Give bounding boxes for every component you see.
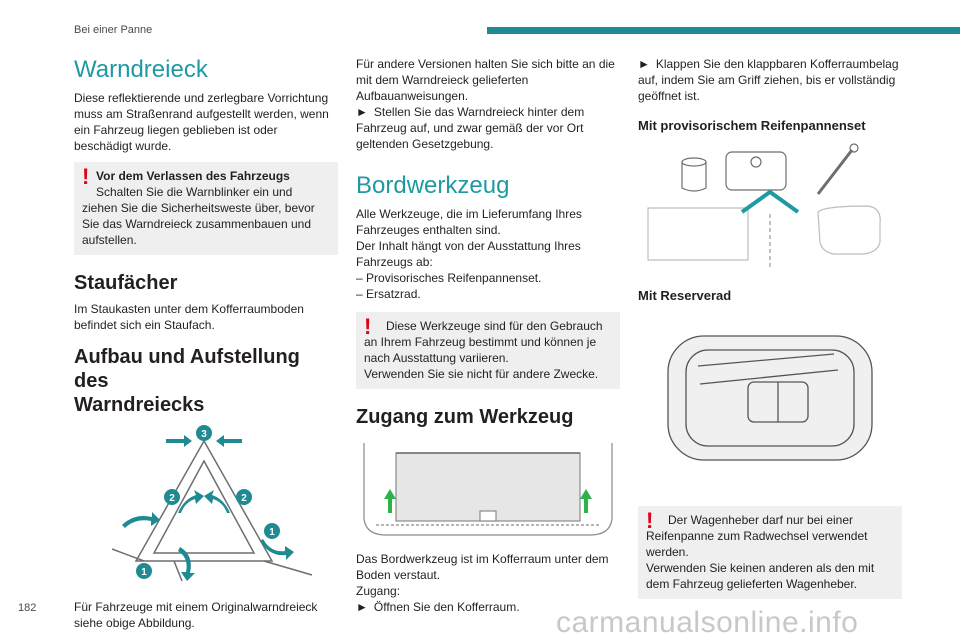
header-accent-bar <box>487 27 960 34</box>
warning-box-2: ! Diese Werkzeuge sind für den Gebrauch … <box>356 312 620 389</box>
spare-wheel-heading: Mit Reserverad <box>638 288 732 303</box>
arrow-left-icon <box>216 435 242 447</box>
fold-floor-step: ►Klappen Sie den klappbaren Kofferraumbe… <box>638 56 902 104</box>
column-left: Warndreieck Diese reflektierende und zer… <box>74 56 338 631</box>
spare-wheel-well <box>667 335 873 461</box>
warning-triangle-illustration: 3 2 2 1 1 <box>111 425 313 582</box>
warndreieck-heading: Warndreieck <box>74 56 208 83</box>
trunk-floor-handle <box>479 510 497 522</box>
towing-eye-ring <box>849 143 859 153</box>
warning-2-line2: Verwenden Sie sie nicht für andere Zweck… <box>364 367 599 381</box>
callout-2-left: 2 <box>169 493 175 504</box>
callout-3: 3 <box>201 429 207 440</box>
sealant-bottle <box>681 162 707 192</box>
warning-exclamation-icon: ! <box>364 314 372 339</box>
page-number: 182 <box>18 602 37 614</box>
list-item-repair-kit-text: Provisorisches Reifenpannenset. <box>366 271 542 285</box>
warning-1-title: Vor dem Verlassen des Fahrzeugs <box>96 169 290 183</box>
list-item-spare-wheel: – Ersatzrad. <box>356 287 421 301</box>
warning-exclamation-icon: ! <box>82 164 90 189</box>
stand-leg-left <box>111 548 145 562</box>
aufbau-heading: Aufbau und Aufstellung des Warndreiecks <box>74 345 338 417</box>
compressor <box>725 151 787 191</box>
arrow-up-left-icon <box>384 489 396 513</box>
storage-box-right <box>817 205 881 255</box>
arrow-curve-left-icon <box>122 512 160 528</box>
list-item-repair-kit: – Provisorisches Reifenpannenset. <box>356 271 542 285</box>
callout-2-right: 2 <box>241 493 247 504</box>
warning-box-1: ! Vor dem Verlassen des Fahrzeugs Schalt… <box>74 162 338 255</box>
warning-1-text: Schalten Sie die Warnblinker ein und zie… <box>82 185 315 247</box>
storage-box-left <box>647 207 749 261</box>
open-trunk-step: ► Öffnen Sie den Kofferraum. <box>356 599 620 615</box>
sealant-bottle-top <box>681 157 707 167</box>
spare-wheel-tray <box>685 349 855 447</box>
callout-1-right: 1 <box>269 527 275 538</box>
aufbau-heading-line1: Aufbau und Aufstellung des <box>74 346 300 392</box>
fold-floor-step-text: Klappen Sie den klappbaren Kofferraumbel… <box>638 57 899 103</box>
aufbau-heading-line2: Warndreiecks <box>74 394 205 416</box>
aufbau-text: Für Fahrzeuge mit einem Originalwarndrei… <box>74 600 318 630</box>
warning-exclamation-icon: ! <box>646 508 654 533</box>
step-arrow-icon: ► <box>356 600 368 614</box>
arrow-right-icon <box>166 435 192 447</box>
step-arrow-icon: ► <box>356 105 368 119</box>
other-versions-text: Für andere Versionen halten Sie sich bit… <box>356 57 615 103</box>
arrow-curve-up-right-icon <box>204 490 230 513</box>
towing-eye <box>816 149 854 195</box>
callout-1-left: 1 <box>141 567 147 578</box>
trunk-floor-illustration <box>363 443 613 536</box>
open-trunk-step-text: Öffnen Sie den Kofferraum. <box>373 600 520 614</box>
staufaecher-text: Im Staukasten unter dem Kofferraumboden … <box>74 302 304 332</box>
bordwerkzeug-text-2: Der Inhalt hängt von der Ausstattung Ihr… <box>356 239 581 269</box>
arrow-up-right-icon <box>580 489 592 513</box>
staufaecher-heading: Staufächer <box>74 272 178 294</box>
step-arrow-icon: ► <box>638 57 650 71</box>
jack <box>697 353 839 385</box>
warning-2-line1: Diese Werkzeuge sind für den Gebrauch an… <box>364 319 603 365</box>
warning-box-3: ! Der Wagenheber darf nur bei einer Reif… <box>638 506 902 599</box>
arrow-curve-down-icon <box>178 547 195 581</box>
spare-wheel-illustration <box>667 335 873 461</box>
triangle-outer <box>134 439 274 562</box>
place-triangle-step-text: Stellen Sie das Warndreieck hinter dem F… <box>356 105 585 151</box>
chevron-up-icon <box>740 189 800 214</box>
watermark: carmanualsonline.info <box>556 606 859 639</box>
column-middle: Für andere Versionen halten Sie sich bit… <box>356 56 620 615</box>
warning-3-line1: Der Wagenheber darf nur bei einer Reifen… <box>646 513 868 559</box>
repair-kit-illustration <box>647 143 881 270</box>
triangle-inner <box>152 459 256 554</box>
warndreieck-text: Diese reflektierende und zerlegbare Vorr… <box>74 91 329 153</box>
column-right: ►Klappen Sie den klappbaren Kofferraumbe… <box>638 56 902 599</box>
warning-3-line2: Verwenden Sie keinen anderen als den mit… <box>646 561 875 591</box>
zugang-text-2: Zugang: <box>356 584 401 598</box>
trunk-outline <box>363 443 613 536</box>
zugang-text-1: Das Bordwerkzeug ist im Kofferraum unter… <box>356 552 609 582</box>
callouts: 3 2 2 1 1 <box>136 425 280 579</box>
compressor-gauge <box>750 156 762 168</box>
place-triangle-step: ►Stellen Sie das Warndreieck hinter dem … <box>356 104 620 152</box>
repair-kit-heading: Mit provisorischem Reifenpannenset <box>638 118 866 133</box>
stand-leg-right <box>263 560 313 576</box>
bordwerkzeug-text-1: Alle Werkzeuge, die im Lieferumfang Ihre… <box>356 207 582 237</box>
bordwerkzeug-heading: Bordwerkzeug <box>356 172 510 199</box>
arrow-curve-right-icon <box>260 539 294 560</box>
zugang-heading: Zugang zum Werkzeug <box>356 406 574 428</box>
arrow-curve-up-left-icon <box>178 490 204 513</box>
section-header: Bei einer Panne <box>74 24 153 36</box>
list-item-spare-wheel-text: Ersatzrad. <box>366 287 421 301</box>
stand-leg-bottom <box>173 560 183 582</box>
